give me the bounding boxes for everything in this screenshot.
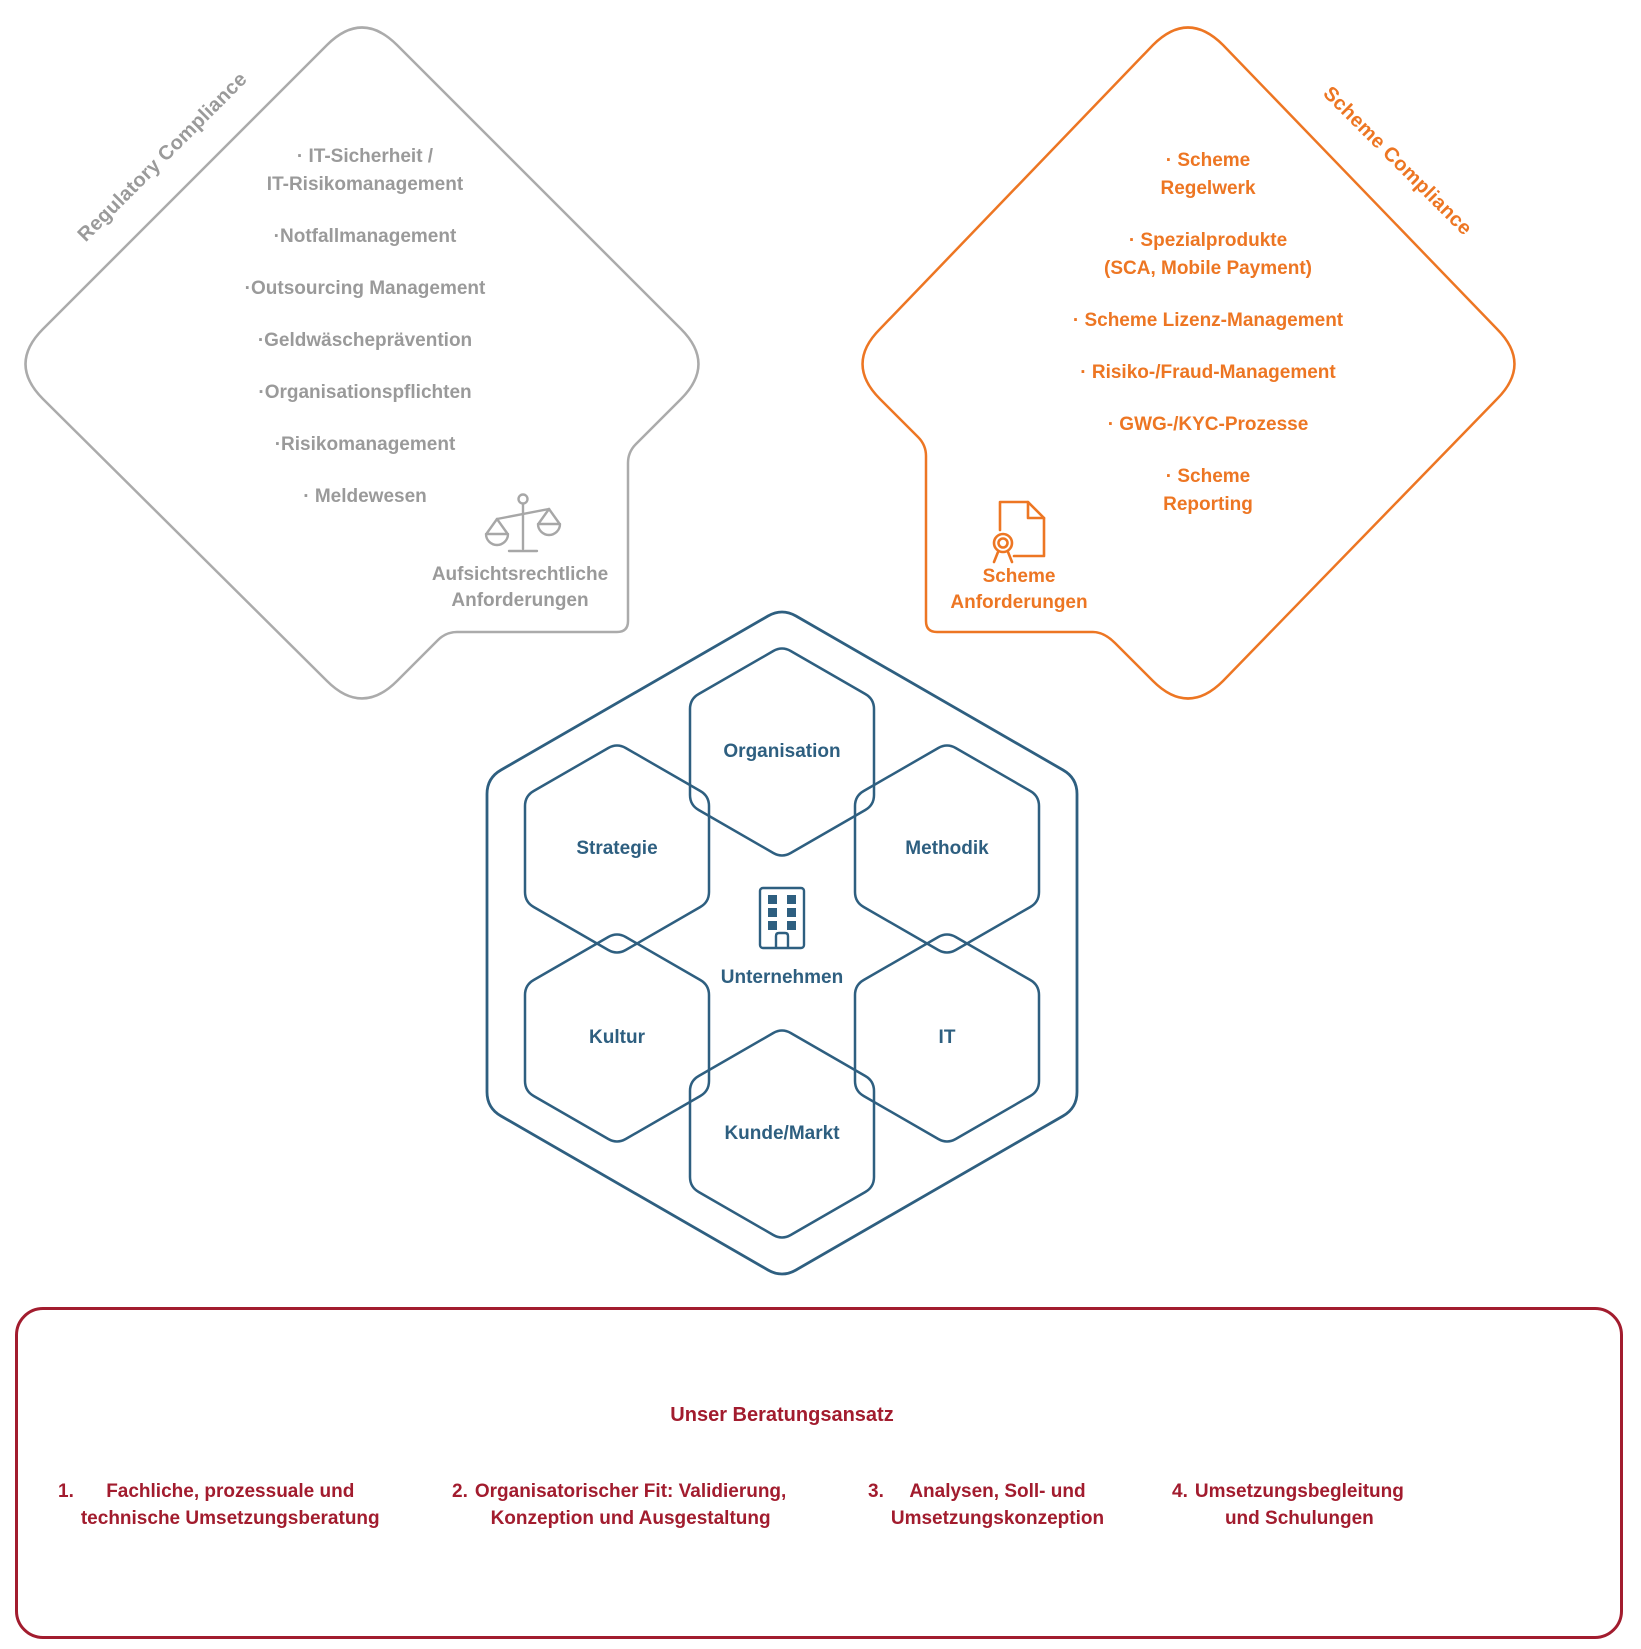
- approach-item-number: 4.: [1172, 1481, 1188, 1502]
- approach-item-number: 3.: [868, 1481, 884, 1502]
- approach-box: [15, 1307, 1623, 1639]
- approach-item-text: Analysen, Soll- und Umsetzungskonzeption: [890, 1481, 1105, 1529]
- building-icon: [758, 886, 806, 950]
- scheme-item: · Scheme Lizenz-Management: [1072, 310, 1344, 331]
- approach-item-2: 2. Organisatorischer Fit: Validierung, K…: [452, 1478, 786, 1532]
- scheme-diamond: [861, 26, 1516, 700]
- scheme-item: · GWG-/KYC-Prozesse: [1107, 414, 1309, 435]
- regulatory-item: ·Risikomanagement: [274, 434, 456, 455]
- approach-item-4: 4. Umsetzungsbegleitung und Schulungen: [1172, 1478, 1404, 1532]
- scheme-item: · Risiko-/Fraud-Management: [1080, 362, 1336, 383]
- scheme-footer: Scheme Anforderungen: [950, 566, 1088, 613]
- approach-item-text: Organisatorischer Fit: Validierung, Konz…: [474, 1481, 787, 1529]
- hexagon-label-methodik: Methodik: [905, 838, 989, 859]
- company-hexagon-outline: [485, 610, 1079, 1276]
- approach-item-text: Umsetzungsbegleitung und Schulungen: [1194, 1481, 1404, 1529]
- regulatory-item: · IT-Sicherheit / IT-Risikomanagement: [266, 146, 464, 195]
- regulatory-item: ·Outsourcing Management: [244, 278, 486, 299]
- approach-item-1: 1. Fachliche, prozessuale und technische…: [58, 1478, 380, 1532]
- regulatory-footer: Aufsichtsrechtliche Anforderungen: [431, 564, 609, 611]
- approach-item-number: 2.: [452, 1481, 468, 1502]
- approach-item-3: 3. Analysen, Soll- und Umsetzungskonzept…: [868, 1478, 1104, 1532]
- hexagon-label-kunde-markt: Kunde/Markt: [724, 1123, 840, 1144]
- hexagon-label-strategie: Strategie: [576, 838, 658, 859]
- regulatory-item: ·Organisationspflichten: [258, 382, 472, 403]
- approach-item-number: 1.: [58, 1481, 74, 1502]
- scheme-list: · Scheme Regelwerk · Spezialprodukte (SC…: [978, 147, 1438, 543]
- regulatory-diamond: [24, 26, 700, 700]
- hexagon-label-it: IT: [938, 1027, 956, 1048]
- approach-item-text: Fachliche, prozessuale und technische Um…: [80, 1481, 380, 1529]
- regulatory-item: ·Notfallmanagement: [273, 226, 457, 247]
- certificate-icon: [992, 500, 1046, 564]
- approach-title: Unser Beratungsansatz: [670, 1404, 894, 1426]
- scheme-item: · Scheme Reporting: [1163, 466, 1253, 515]
- hexagon-label-organisation: Organisation: [723, 741, 841, 762]
- scheme-item: · Scheme Regelwerk: [1160, 150, 1256, 199]
- company-center-label: Unternehmen: [720, 967, 844, 988]
- scheme-item: · Spezialprodukte (SCA, Mobile Payment): [1104, 230, 1312, 279]
- regulatory-item: · Meldewesen: [303, 486, 427, 507]
- regulatory-item: ·Geldwäscheprävention: [257, 330, 473, 351]
- regulatory-list: · IT-Sicherheit / IT-Risikomanagement ·N…: [145, 143, 585, 535]
- hexagon-label-kultur: Kultur: [589, 1027, 645, 1048]
- scales-icon: [484, 493, 562, 553]
